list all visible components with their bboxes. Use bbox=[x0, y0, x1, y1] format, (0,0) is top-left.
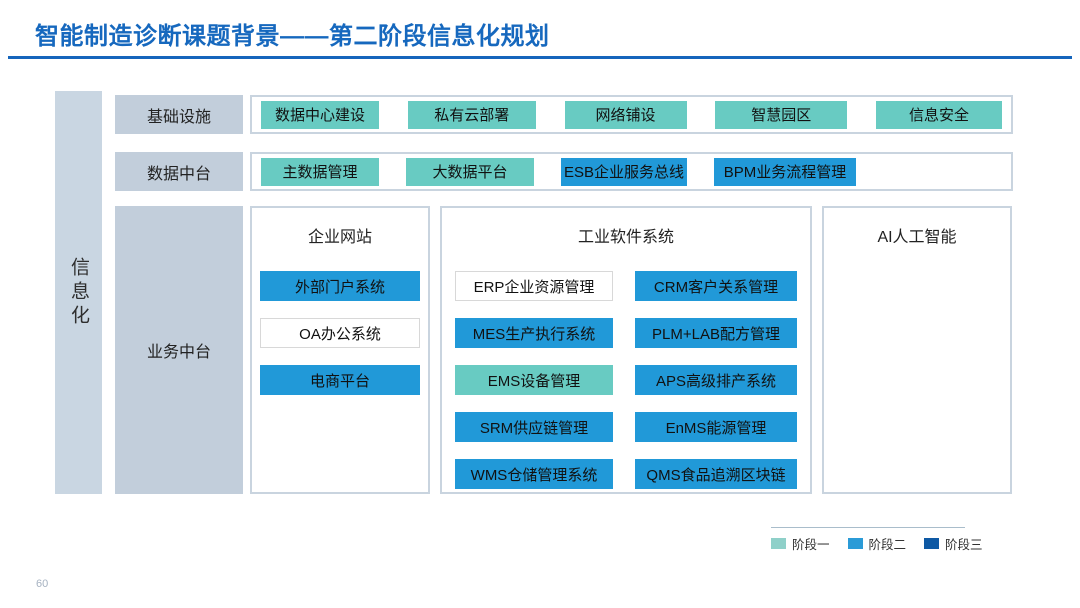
row-label-infrastructure: 基础设施 bbox=[115, 95, 243, 134]
system-box-esb: ESB企业服务总线 bbox=[561, 157, 687, 186]
system-box-ecommerce: 电商平台 bbox=[260, 365, 420, 395]
system-box-network: 网络铺设 bbox=[564, 100, 687, 129]
system-box-crm: CRM客户关系管理 bbox=[635, 271, 797, 301]
system-box-enms: EnMS能源管理 bbox=[635, 412, 797, 442]
system-box-big-data: 大数据平台 bbox=[406, 157, 534, 186]
system-box-master-data: 主数据管理 bbox=[261, 157, 379, 186]
legend-swatch-phase3 bbox=[924, 538, 940, 549]
legend-swatch-phase2 bbox=[847, 538, 863, 549]
system-box-datacenter: 数据中心建设 bbox=[261, 100, 379, 129]
system-box-private-cloud: 私有云部署 bbox=[407, 100, 536, 129]
group-title-enterprise-website: 企业网站 bbox=[307, 229, 372, 246]
legend-divider bbox=[771, 527, 965, 528]
system-box-aps: APS高级排产系统 bbox=[635, 365, 797, 395]
legend-label-phase2: 阶段二 bbox=[868, 538, 907, 552]
system-box-erp: ERP企业资源管理 bbox=[455, 271, 613, 301]
system-box-qms: QMS食品追溯区块链 bbox=[635, 459, 797, 489]
group-ai: AI人工智能 bbox=[822, 206, 1012, 494]
system-box-wms: WMS仓储管理系统 bbox=[455, 459, 613, 489]
group-title-ai: AI人工智能 bbox=[877, 229, 957, 246]
legend-swatch-phase1 bbox=[771, 538, 786, 549]
legend: 阶段一 阶段二 阶段三 bbox=[771, 534, 983, 553]
page-number: 60 bbox=[36, 578, 49, 590]
legend-item-phase1: 阶段一 bbox=[771, 534, 830, 553]
industrial-software-grid: ERP企业资源管理 CRM客户关系管理 MES生产执行系统 PLM+LAB配方管… bbox=[455, 271, 797, 489]
infrastructure-row: 数据中心建设 私有云部署 网络铺设 智慧园区 信息安全 bbox=[250, 95, 1013, 134]
system-box-oa: OA办公系统 bbox=[260, 318, 420, 348]
sidebar-informatization: 信息化 bbox=[55, 91, 102, 494]
system-box-srm: SRM供应链管理 bbox=[455, 412, 613, 442]
title-underline bbox=[8, 56, 1072, 59]
legend-label-phase3: 阶段三 bbox=[945, 538, 983, 552]
legend-item-phase2: 阶段二 bbox=[847, 534, 907, 553]
row-label-business-platform: 业务中台 bbox=[115, 206, 243, 494]
system-box-mes: MES生产执行系统 bbox=[455, 318, 613, 348]
system-box-ems: EMS设备管理 bbox=[455, 365, 613, 395]
data-platform-row: 主数据管理 大数据平台 ESB企业服务总线 BPM业务流程管理 bbox=[250, 152, 1013, 191]
group-title-industrial-software: 工业软件系统 bbox=[577, 229, 674, 246]
group-enterprise-website: 企业网站 外部门户系统 OA办公系统 电商平台 bbox=[250, 206, 430, 494]
legend-label-phase1: 阶段一 bbox=[792, 538, 830, 552]
system-box-external-portal: 外部门户系统 bbox=[260, 271, 420, 301]
system-box-plm-lab: PLM+LAB配方管理 bbox=[635, 318, 797, 348]
row-label-data-platform: 数据中台 bbox=[115, 152, 243, 191]
system-box-bpm: BPM业务流程管理 bbox=[714, 157, 856, 186]
group-industrial-software: 工业软件系统 ERP企业资源管理 CRM客户关系管理 MES生产执行系统 PLM… bbox=[440, 206, 812, 494]
legend-item-phase3: 阶段三 bbox=[924, 534, 983, 553]
sidebar-label: 信息化 bbox=[68, 256, 89, 329]
page-title: 智能制造诊断课题背景——第二阶段信息化规划 bbox=[35, 23, 550, 50]
system-box-smart-park: 智慧园区 bbox=[715, 100, 848, 129]
system-box-info-security: 信息安全 bbox=[876, 100, 1002, 129]
